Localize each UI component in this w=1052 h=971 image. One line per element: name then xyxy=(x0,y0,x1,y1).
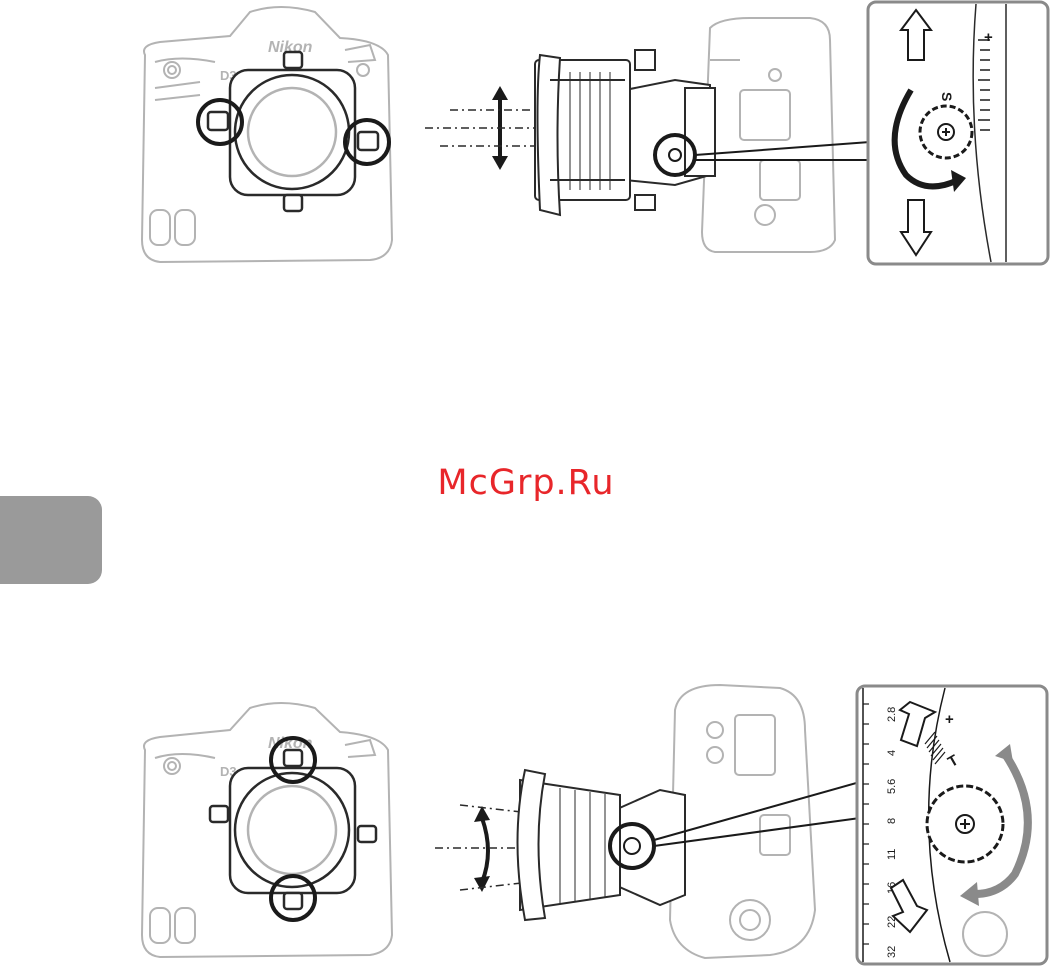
aperture-4: 4 xyxy=(886,750,898,756)
tilt-knob-detail: 2.8 4 5.6 8 11 16 22 32 T + xyxy=(855,684,1050,966)
aperture-8: 8 xyxy=(886,818,898,824)
aperture-5-6: 5.6 xyxy=(886,779,898,794)
tilt-direction-arrow xyxy=(474,806,490,892)
camera-front-shift-illustration: Nikon D3 xyxy=(120,0,420,270)
camera-front-tilt-illustration: Nikon D3 xyxy=(120,690,420,966)
scale-plus-label: + xyxy=(984,29,993,46)
knob-icon xyxy=(920,106,972,158)
aperture-2-8: 2.8 xyxy=(886,707,898,722)
camera-side-shift-illustration xyxy=(410,0,870,270)
tilt-plus-label: + xyxy=(945,711,954,728)
knob-icon-2 xyxy=(927,786,1003,862)
aperture-11: 11 xyxy=(886,849,898,860)
watermark-text: McGrp.Ru xyxy=(0,463,1052,503)
aperture-32: 32 xyxy=(886,946,898,958)
shift-knob-detail: + S xyxy=(866,0,1050,266)
camera-top-tilt-illustration xyxy=(420,670,860,966)
scale-s-label: S xyxy=(939,92,955,101)
chapter-tab xyxy=(0,496,102,584)
